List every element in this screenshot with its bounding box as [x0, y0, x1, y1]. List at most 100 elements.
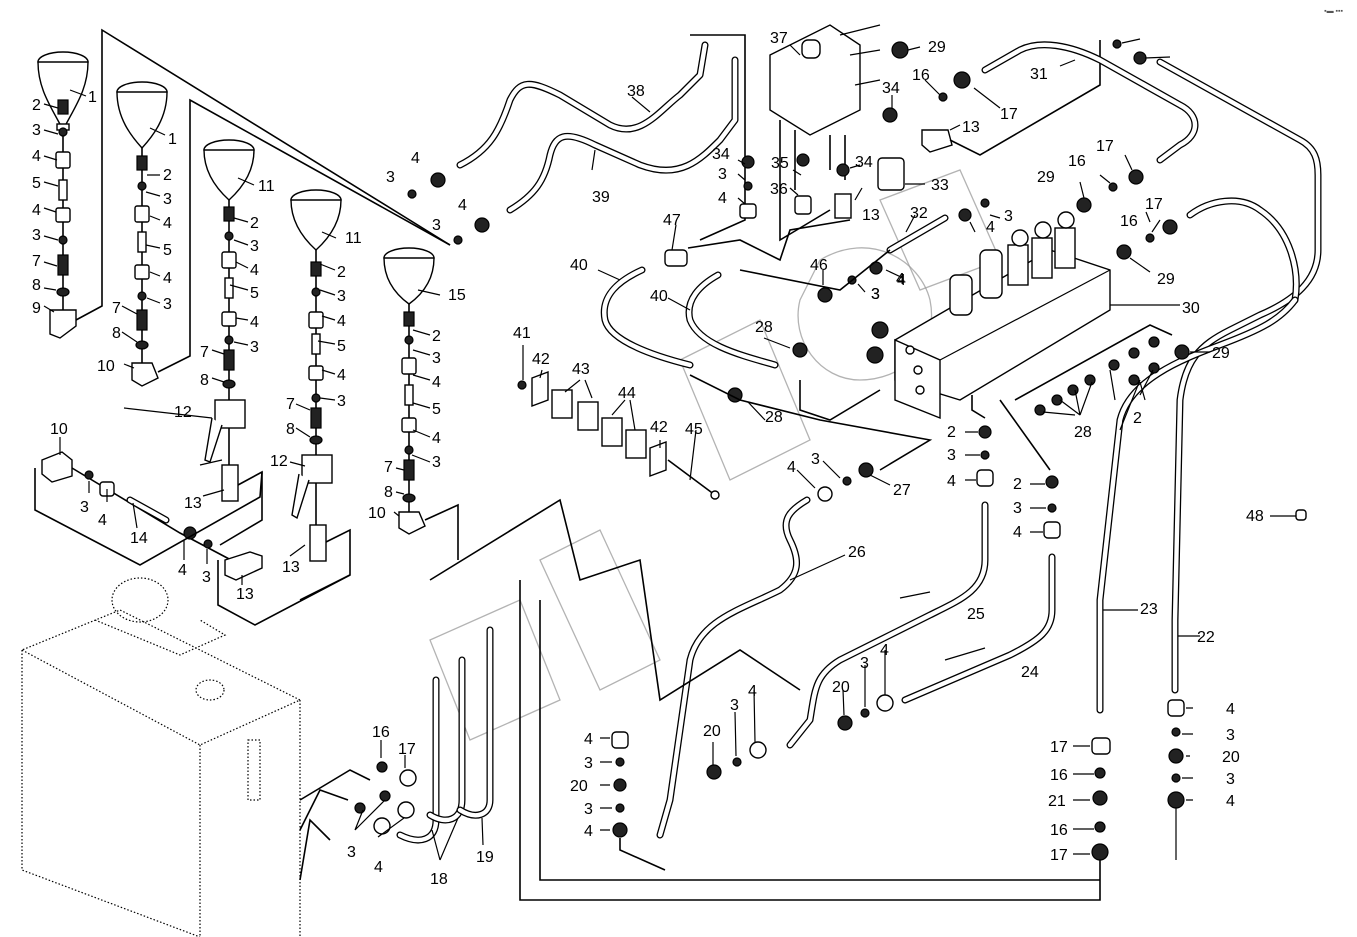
callout: 3 [337, 393, 346, 410]
callout: 3 [860, 655, 869, 672]
callout: 29 [1212, 345, 1230, 362]
callout: 21 [1048, 793, 1066, 810]
callout: 29 [928, 39, 946, 56]
callout: 29 [1157, 271, 1175, 288]
callout: 7 [286, 396, 295, 413]
callout: 2 [32, 97, 41, 114]
assembly-chain-5 [383, 247, 459, 560]
callout: 10 [50, 421, 68, 438]
callout: 17 [1050, 739, 1068, 756]
callout: 2 [1013, 476, 1022, 493]
callout: 8 [200, 372, 209, 389]
callout: 38 [627, 83, 645, 100]
callout: 8 [286, 421, 295, 438]
callout: 23 [1140, 601, 1158, 618]
callout: 37 [770, 30, 788, 47]
assembly-chain-4 [290, 189, 351, 601]
callout: 4 [32, 202, 41, 219]
callout: 28 [765, 409, 783, 426]
leader-lines [43, 38, 1296, 861]
callout: 22 [1197, 629, 1215, 646]
callout: 4 [718, 190, 727, 207]
callout: 2 [250, 215, 259, 232]
callout: 2 [163, 167, 172, 184]
callout: 17 [1145, 196, 1163, 213]
callout: 5 [337, 338, 346, 355]
callout: 2 [337, 264, 346, 281]
callout: 8 [112, 325, 121, 342]
callout: 4 [896, 271, 905, 288]
callout: 24 [1021, 664, 1039, 681]
callout: 1 [168, 131, 177, 148]
callout: 7 [200, 344, 209, 361]
callout: 3 [811, 451, 820, 468]
hoses-40 [600, 219, 933, 471]
valve-block [847, 198, 1111, 420]
callout: 2 [432, 328, 441, 345]
callout: 5 [432, 401, 441, 418]
callout: 16 [1120, 213, 1138, 230]
callout: 13 [862, 207, 880, 224]
callout: 3 [202, 569, 211, 586]
callout: 12 [174, 404, 192, 421]
callout: 10 [97, 358, 115, 375]
callout: 4 [411, 150, 420, 167]
assembly-left-lower [34, 451, 351, 626]
callout: 4 [32, 148, 41, 165]
tubes-24-27 [656, 395, 1061, 839]
fitting-cluster [1014, 324, 1190, 416]
callout: 28 [1074, 424, 1092, 441]
callout: 3 [1226, 771, 1235, 788]
callout: 45 [685, 421, 703, 438]
callout: 4 [250, 262, 259, 279]
callout: 32 [910, 205, 928, 222]
callout: 11 [345, 230, 362, 247]
callout: 20 [703, 723, 721, 740]
callout: 40 [570, 257, 588, 274]
bracket-parts [517, 370, 720, 500]
callout: 28 [755, 319, 773, 336]
watermark-logo [429, 169, 1001, 741]
callout-labels: 1 2 3 4 5 4 3 7 8 9 1 2 3 4 5 4 3 7 8 10… [32, 30, 1264, 888]
callout: 34 [712, 146, 730, 163]
callout: 3 [250, 339, 259, 356]
callout: 20 [1222, 749, 1240, 766]
callout: 3 [1226, 727, 1235, 744]
callout: 18 [430, 871, 448, 888]
callout: 20 [832, 679, 850, 696]
callout: 29 [1037, 169, 1055, 186]
callout: 16 [912, 67, 930, 84]
callout: 4 [250, 314, 259, 331]
callout: 17 [1096, 138, 1114, 155]
callout: 3 [386, 169, 395, 186]
callout: 3 [1013, 500, 1022, 517]
callout: 3 [250, 238, 259, 255]
callout: 44 [618, 385, 636, 402]
callout: 2 [1133, 410, 1142, 427]
callout: 3 [730, 697, 739, 714]
callout: 3 [871, 286, 880, 303]
callout: 4 [374, 859, 383, 876]
callout: 8 [32, 277, 41, 294]
callout: 42 [532, 351, 550, 368]
oil-tank [20, 577, 302, 937]
callout: 3 [947, 447, 956, 464]
bottom-fittings [611, 509, 1307, 871]
callout: 3 [337, 288, 346, 305]
callout: 40 [650, 288, 668, 305]
callout: 12 [270, 453, 288, 470]
callout: 35 [771, 155, 789, 172]
callout: 39 [592, 189, 610, 206]
callout: 9 [32, 300, 41, 317]
callout: 4 [584, 823, 593, 840]
callout: 13 [962, 119, 980, 136]
callout: 34 [882, 80, 900, 97]
callout: 4 [163, 215, 172, 232]
callout: 15 [448, 287, 466, 304]
callout: 4 [178, 562, 187, 579]
callout: 41 [513, 325, 531, 342]
callout: 13 [236, 586, 254, 603]
corner-mark: ▪▬ ▪▪▪ [1324, 8, 1343, 15]
callout: 25 [967, 606, 985, 623]
callout: 4 [748, 683, 757, 700]
